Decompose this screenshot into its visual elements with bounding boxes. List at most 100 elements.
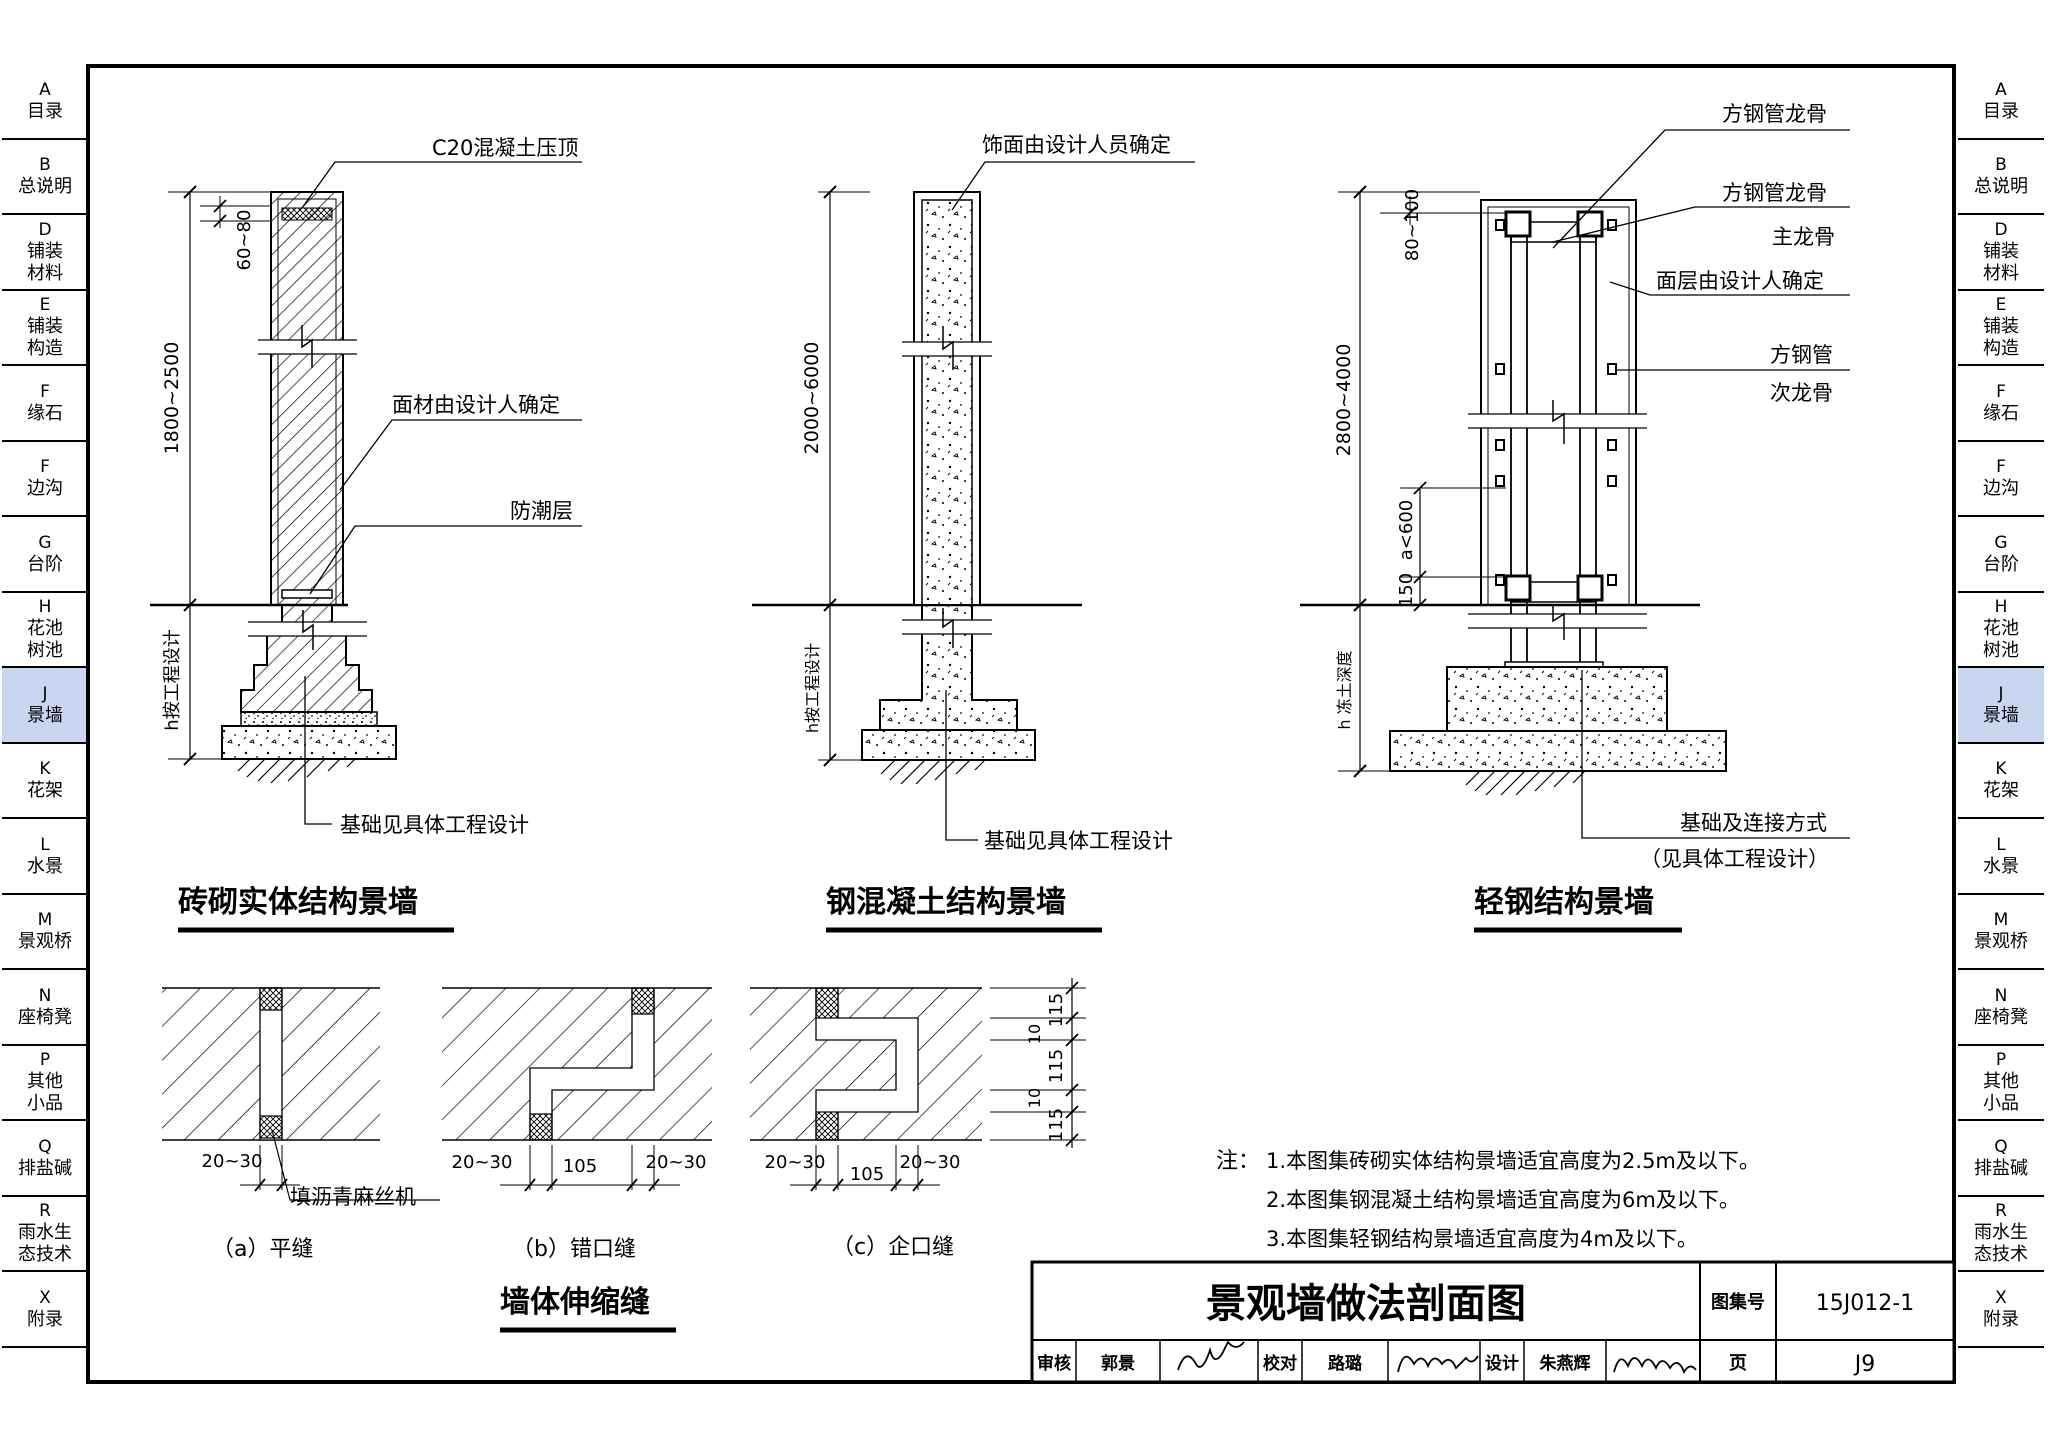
brick-dim-depth: h按工程设计 xyxy=(162,629,183,730)
joint-b-dim-right: 20~30 xyxy=(646,1152,707,1173)
nav-tab-label: 铺装 材料 xyxy=(27,240,63,284)
nav-tab-code: D xyxy=(1994,219,2008,240)
nav-tab-code: J xyxy=(42,683,48,704)
concrete-wall-title: 钢混凝土结构景墙 xyxy=(826,885,1066,920)
nav-tab-label: 景墙 xyxy=(1983,704,2019,726)
page-no: J9 xyxy=(1853,1352,1876,1377)
brick-label-cap: C20混凝土压顶 xyxy=(432,136,578,160)
nav-tab-code: A xyxy=(1995,79,2007,100)
brick-label-damp: 防潮层 xyxy=(510,499,573,523)
nav-tab-code: K xyxy=(39,759,51,780)
page-label: 页 xyxy=(1729,1353,1747,1374)
nav-tab-label: 附录 xyxy=(1983,1308,2019,1330)
joint-c-v3: 115 xyxy=(1046,1049,1067,1083)
nav-tab-label: 边沟 xyxy=(27,478,63,500)
nav-tab-code: A xyxy=(39,79,51,100)
nav-tab-label: 缘石 xyxy=(1983,402,2019,424)
nav-tab-label: 座椅凳 xyxy=(1974,1006,2028,1028)
concrete-coping xyxy=(281,207,333,221)
sheet-title: 景观墙做法剖面图 xyxy=(1206,1281,1526,1327)
atlas-no: 15J012-1 xyxy=(1816,1291,1914,1316)
nav-tab-code: M xyxy=(1993,910,2009,931)
steel-label-6: 次龙骨 xyxy=(1770,381,1833,405)
nav-tab-code: J xyxy=(1998,683,2004,704)
steel-dim-spacing: a<600 xyxy=(1396,500,1417,560)
nav-tab-code: B xyxy=(1995,155,2007,176)
joint-c-v5: 115 xyxy=(1046,1108,1067,1142)
nav-tab-label: 景观桥 xyxy=(1974,931,2028,953)
nav-tab-code: P xyxy=(39,1050,51,1071)
review-label: 审核 xyxy=(1037,1353,1071,1374)
nav-tab-label: 总说明 xyxy=(1974,176,2028,198)
joint-c-dim-right: 20~30 xyxy=(900,1152,961,1173)
nav-tab-label: 排盐碱 xyxy=(1974,1157,2028,1179)
steel-dim-depth: h 冻土深度 xyxy=(1335,650,1354,729)
joint-c-v1: 115 xyxy=(1046,993,1067,1027)
nav-tab-label: 花架 xyxy=(1983,780,2019,802)
nav-tab-code: N xyxy=(1994,985,2008,1006)
nav-tab-label: 花架 xyxy=(27,780,63,802)
joint-b-dim-left: 20~30 xyxy=(452,1152,513,1173)
nav-tab-label: 排盐碱 xyxy=(18,1157,72,1179)
brick-label-foundation: 基础见具体工程设计 xyxy=(340,813,529,837)
design-name: 朱燕辉 xyxy=(1540,1353,1591,1374)
brick-wall-title: 砖砌实体结构景墙 xyxy=(178,885,418,920)
nav-tab-code: X xyxy=(1995,1287,2007,1308)
check-label: 校对 xyxy=(1263,1353,1297,1374)
nav-tab-label: 水景 xyxy=(27,855,63,877)
nav-tab-label: 铺装 材料 xyxy=(1983,240,2019,284)
damp-course xyxy=(281,589,333,599)
nav-tab-code: Q xyxy=(1994,1136,2008,1157)
nav-tab-code: H xyxy=(38,597,52,618)
nav-tab-code: F xyxy=(1996,381,2006,402)
joint-c-v2: 10 xyxy=(1025,1024,1044,1044)
atlas-no-label: 图集号 xyxy=(1711,1291,1765,1313)
nav-tab-label: 雨水生 态技术 xyxy=(1974,1222,2028,1266)
joint-a-note: 填沥青麻丝机 xyxy=(290,1185,416,1209)
nav-tab-label: 铺装 构造 xyxy=(27,316,63,360)
nav-tab-label: 座椅凳 xyxy=(18,1006,72,1028)
steel-label-1: 方钢管龙骨 xyxy=(1722,102,1827,126)
nav-tab-code: D xyxy=(38,219,52,240)
joints-title: 墙体伸缩缝 xyxy=(500,1285,650,1320)
nav-tab-label: 台阶 xyxy=(27,553,63,575)
joint-b-caption: （b）错口缝 xyxy=(512,1237,636,1262)
